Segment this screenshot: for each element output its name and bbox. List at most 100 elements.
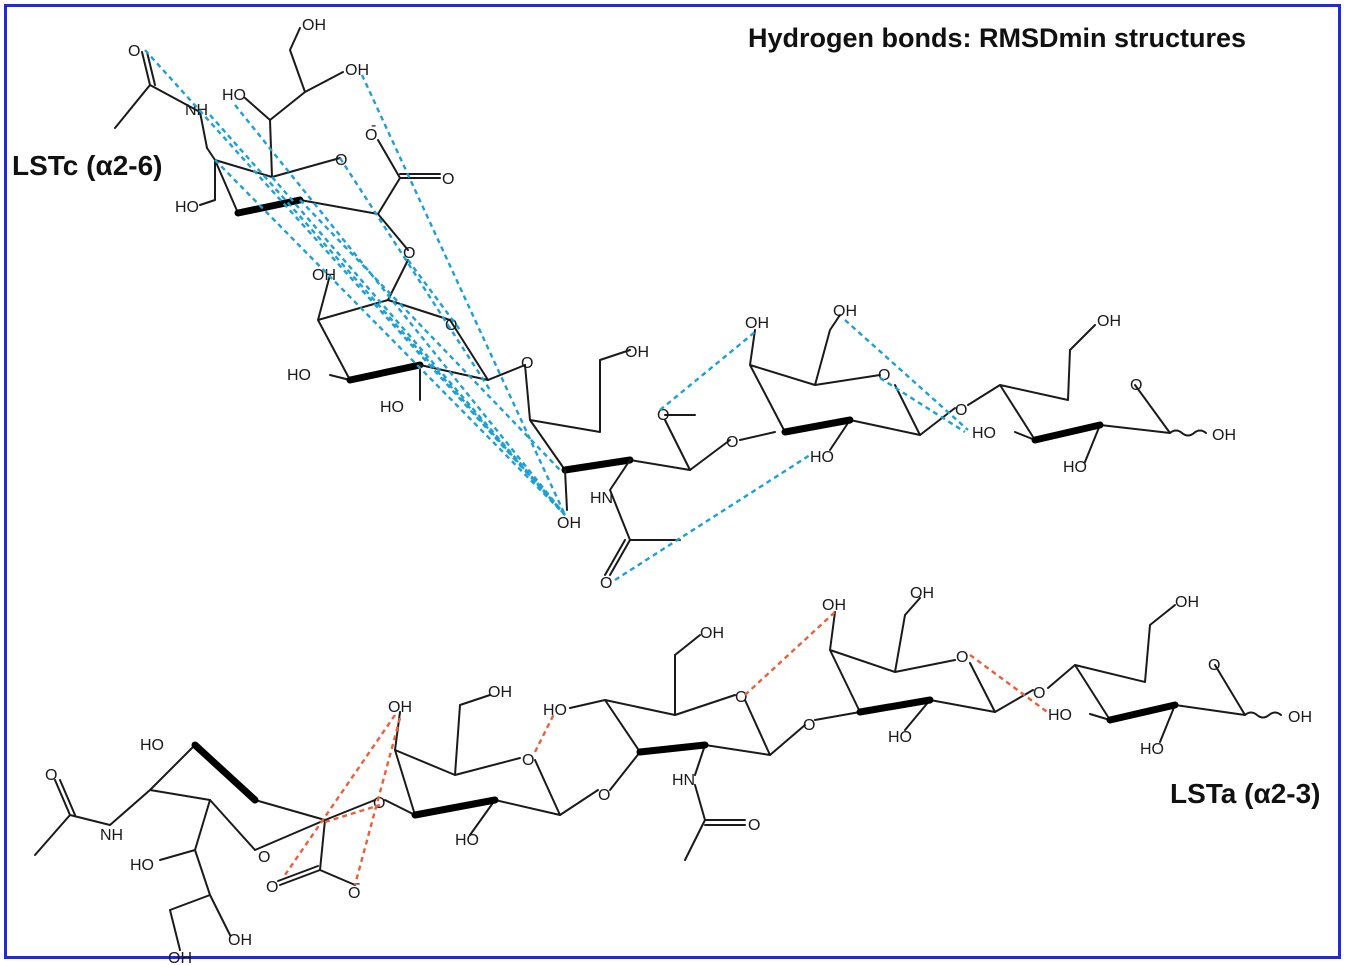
atom-label: HO [130,857,154,874]
chemical-bond [377,213,409,251]
atom-label: OH [1212,427,1236,444]
lstc-molecule: OH OH HO NH O O - O O HO O OH O HO HO O … [114,17,1236,592]
hydrogen-bond-line [338,157,492,391]
atom-label: O [956,649,968,666]
lstc-atom-labels: OH OH HO NH O O - O O HO O OH O HO HO O … [128,17,1236,592]
atom-label: OH [1288,709,1312,726]
chemical-bond [34,744,326,856]
atom-label: HN [590,490,613,507]
hydrogen-bond-line [144,49,566,516]
lsta-glcnac-ring [569,634,806,861]
atom-label: OH [557,515,581,532]
chemical-bond [1047,604,1246,743]
lstc-glcnac-ring [524,349,731,576]
atom-label: O [955,402,967,419]
hydrogen-bond-line [271,176,566,516]
hydrogen-bond-line [299,199,561,471]
chemical-bond [377,139,441,179]
atom-label: OH [312,267,336,284]
chemical-bond [1031,421,1104,444]
chemical-bond [317,259,489,401]
figure-title: Hydrogen bonds: RMSDmin structures [748,23,1246,53]
atom-label: OH [302,17,326,34]
hydrogen-bond-line [844,319,969,431]
lsta-galactose-ring [384,694,599,836]
atom-label: O [1208,657,1220,674]
atom-label: O [128,43,140,60]
atom-label: O [657,407,669,424]
atom-label: O [1033,685,1045,702]
lstc-hydrogen-bonds [144,49,969,582]
atom-label: HO [1048,707,1072,724]
lsta-hydrogen-bonds [284,611,1051,886]
atom-label: OH [700,625,724,642]
atom-label: HO [380,399,404,416]
atom-label: O [266,879,278,896]
chemical-bond [1244,711,1282,719]
chemical-bond [114,51,208,149]
atom-label: O [258,849,270,866]
atom-label: O [521,355,533,372]
chemical-bond [967,324,1171,463]
atom-label: OH [1097,313,1121,330]
chemical-bond [569,634,771,861]
hydrogen-bond-line [234,104,566,516]
atom-label: OH [833,303,857,320]
atom-label: HO [1063,459,1087,476]
atom-label: OH [168,950,192,965]
atom-label: HO [1140,741,1164,758]
atom-label: O [442,171,454,188]
hydrogen-bond-line [209,114,566,516]
atom-label: - [355,875,360,892]
atom-label: HO [175,199,199,216]
hydrogen-bond-line [744,611,836,696]
atom-label: O [726,434,738,451]
atom-label: OH [625,344,649,361]
atom-label: O [403,245,415,262]
hydrogen-bond-line [533,711,557,753]
hydrogen-bond-line [324,803,381,824]
chemical-bond [234,196,304,217]
atom-label: O [878,367,890,384]
atom-label: HO [140,737,164,754]
atom-label: HO [543,702,567,719]
atom-label: O [1130,377,1142,394]
lsta-glucose-ring [1047,604,1282,743]
chemical-bond [411,796,499,819]
hydrogen-bond-line [969,654,1051,715]
atom-label: OH [1175,594,1199,611]
chemical-bond [769,724,806,756]
lstc-glucose-ring [967,324,1207,463]
hydrogen-bond-line [659,331,756,411]
atom-label: OH [822,597,846,614]
atom-label: - [371,117,376,134]
chemical-bond [739,314,921,451]
chemical-bond [524,349,696,471]
atom-label: O [735,689,747,706]
atom-label: HO [287,367,311,384]
hydrogen-bond-line [407,259,461,331]
chemical-bond [244,27,344,178]
hydrogen-bond-line [353,717,402,886]
atom-label: O [45,767,57,784]
chemical-bond [277,799,376,886]
atom-label: HO [888,729,912,746]
atom-label: OH [388,699,412,716]
lsta-molecule: HO O NH HO O OH OH O O - O OH OH O HO HO… [34,585,1312,965]
atom-label: OH [345,62,369,79]
atom-label: O [803,717,815,734]
atom-label: OH [228,932,252,949]
lsta-atom-labels: HO O NH HO O OH OH O O - O OH OH O HO HO… [45,585,1312,965]
hydrogen-bond-line [614,453,811,582]
atom-label: HN [672,772,695,789]
chemical-bond [1106,701,1179,724]
chemical-bond [636,741,709,756]
chemical-bond [159,799,231,951]
lstc-galactose-ring-2 [739,314,956,451]
atom-label: O [748,817,760,834]
atom-label: O [600,575,612,592]
chemical-bond [994,689,1034,713]
chemical-bond [206,147,401,215]
atom-label: NH [185,102,208,119]
